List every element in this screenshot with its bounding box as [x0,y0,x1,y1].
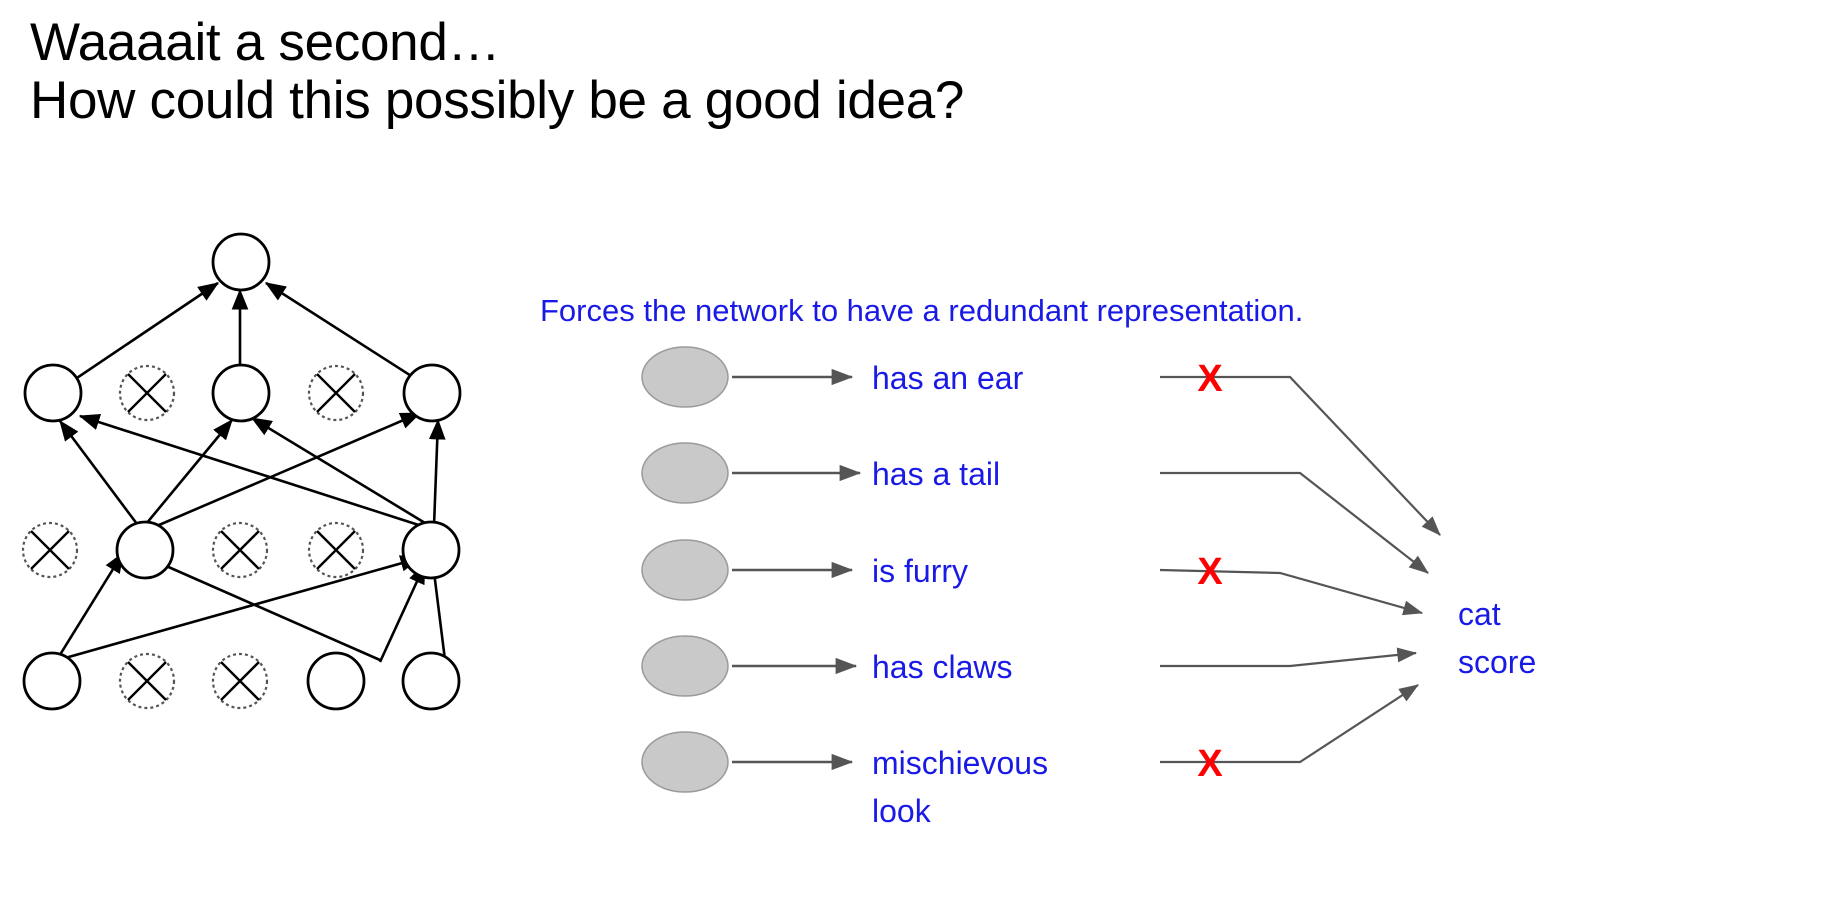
unit-active [211,363,271,423]
feature-neuron [641,442,729,504]
unit-dropped [307,364,365,422]
unit-dropped [118,652,176,710]
feature-label: is furry [872,553,968,589]
title-line-2: How could this possibly be a good idea? [30,71,965,131]
feature-score-diagram: has an ear has a tail is furry has claws… [520,335,1820,875]
unit-dropped [211,652,269,710]
unit-dropped [307,521,365,579]
unit-dropped [211,521,269,579]
network-edges [56,281,447,663]
neuron-to-label-arrows [732,368,862,771]
feature-label-wrap: look [872,793,932,829]
score-label-line-2: score [1458,644,1536,680]
hidden-layer-2 [23,363,462,423]
feature-neuron [641,731,729,793]
redundancy-caption: Forces the network to have a redundant r… [540,293,1304,328]
unit-active [211,232,271,292]
unit-active [23,363,83,423]
redundancy-panel: Forces the network to have a redundant r… [520,240,1820,880]
output-layer [211,232,271,292]
feature-neuron [641,539,729,601]
unit-active [115,520,175,580]
score-label-line-1: cat [1458,596,1501,632]
unit-active [402,363,462,423]
dropped-x-icon: X [1197,358,1223,400]
input-layer [22,651,461,711]
dropped-x-icon: X [1197,551,1223,593]
dropped-x-icon: X [1197,743,1223,785]
label-to-score-arrows [1159,375,1441,764]
feature-label: has claws [872,649,1013,685]
unit-active [22,651,82,711]
feature-label: mischievous [872,745,1048,781]
page-title: Waaaait a second… How could this possibl… [30,13,1330,131]
title-line-1: Waaaait a second… [30,13,501,72]
feature-neuron [641,346,729,408]
dropout-network-diagram [0,228,500,718]
unit-active [306,651,366,711]
feature-neuron-column [641,346,729,793]
unit-dropped [118,364,176,422]
unit-active [401,520,461,580]
unit-active [401,651,461,711]
unit-dropped [21,521,79,579]
feature-label: has a tail [872,456,1000,492]
feature-label: has an ear [872,360,1024,396]
feature-neuron [641,635,729,697]
hidden-layer-1 [21,520,461,580]
